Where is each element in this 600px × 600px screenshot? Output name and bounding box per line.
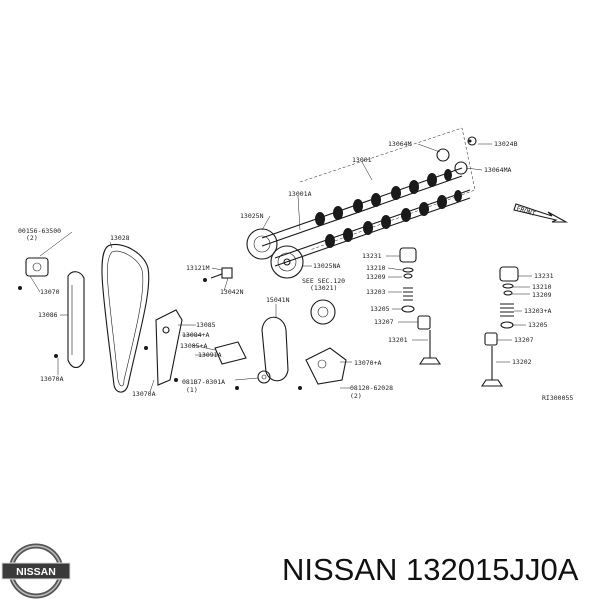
- label-13231-right: 13231: [534, 272, 554, 280]
- label-13070a-mid: 13070A: [132, 390, 156, 398]
- chain-tensioner-arm: [155, 309, 183, 386]
- label-13205-right: 13205: [528, 321, 548, 329]
- label-13207-right: 13207: [514, 336, 534, 344]
- label-see-sec-ref: (13021): [310, 284, 337, 292]
- timing-chain: [101, 244, 150, 393]
- tensioner-lower: [214, 341, 247, 365]
- label-00156: 00156-63500: [18, 227, 61, 235]
- label-13086: 13086: [38, 311, 58, 319]
- label-13209-right: 13209: [532, 291, 552, 299]
- label-13070a-left: 13070A: [40, 375, 64, 383]
- label-00156-qty: (2): [26, 234, 38, 242]
- label-13024b: 13024B: [494, 140, 518, 148]
- label-13025n: 13025N: [240, 212, 264, 220]
- tensioner-upper: [25, 257, 49, 277]
- diagram-code: RI300055: [542, 394, 573, 402]
- label-13209-mid: 13209: [366, 273, 386, 281]
- label-13210-right: 13210: [532, 283, 552, 291]
- label-13205-mid: 13205: [370, 305, 390, 313]
- crank-sprocket: [257, 370, 271, 384]
- valve-train-middle: [399, 247, 442, 365]
- label-15041n: 15041N: [266, 296, 290, 304]
- chain-guide-left: [67, 271, 85, 369]
- label-13001a: 13001A: [288, 190, 312, 198]
- label-13042n: 13042N: [220, 288, 244, 296]
- label-13064m: 13064M: [388, 140, 412, 148]
- front-arrow: FRONT: [513, 203, 569, 223]
- pump-tensioner: [305, 347, 347, 385]
- label-13121m: 13121M: [186, 264, 210, 272]
- label-13203a-right: 13203+A: [524, 307, 551, 315]
- callout-labels: 13064M 13024B 13064MA 13001 13001A 13025…: [18, 140, 573, 402]
- label-08120: 08120-62028: [350, 384, 393, 392]
- label-see-sec: SEE SEC.120: [302, 277, 345, 285]
- camshaft-assembly: [246, 127, 477, 279]
- bolts: [18, 139, 472, 390]
- label-13070: 13070: [40, 288, 60, 296]
- logo-wordmark: NISSAN: [16, 566, 56, 578]
- oil-pump-chain: [261, 299, 336, 382]
- label-13084a: 13084+A: [182, 331, 209, 339]
- valve-train-right: [480, 266, 519, 387]
- part-number-caption: NISSAN 132015JJ0A: [282, 552, 579, 587]
- label-13070pa: 13070+A: [354, 359, 381, 367]
- front-label: FRONT: [515, 204, 536, 218]
- label-13001: 13001: [352, 156, 372, 164]
- label-13207-mid: 13207: [374, 318, 394, 326]
- label-13085a: 13085+A: [180, 342, 207, 350]
- label-13210-mid: 13210: [366, 264, 386, 272]
- label-13064ma: 13064MA: [484, 166, 511, 174]
- cam-sensor: [210, 267, 233, 279]
- label-13231-mid: 13231: [362, 252, 382, 260]
- label-13025na: 13025NA: [313, 262, 340, 270]
- label-13091a: 13091A: [198, 351, 222, 359]
- label-13202-right: 13202: [512, 358, 532, 366]
- label-081b7: 081B7-0301A: [182, 378, 225, 386]
- label-08120-qty: (2): [350, 392, 362, 400]
- label-13201-mid: 13201: [388, 336, 408, 344]
- label-13028: 13028: [110, 234, 130, 242]
- nissan-logo: NISSAN: [1, 543, 71, 599]
- label-13085: 13085: [196, 321, 216, 329]
- label-081b7-qty: (1): [186, 386, 198, 394]
- label-13203-mid: 13203: [366, 288, 386, 296]
- leader-lines: [29, 143, 532, 393]
